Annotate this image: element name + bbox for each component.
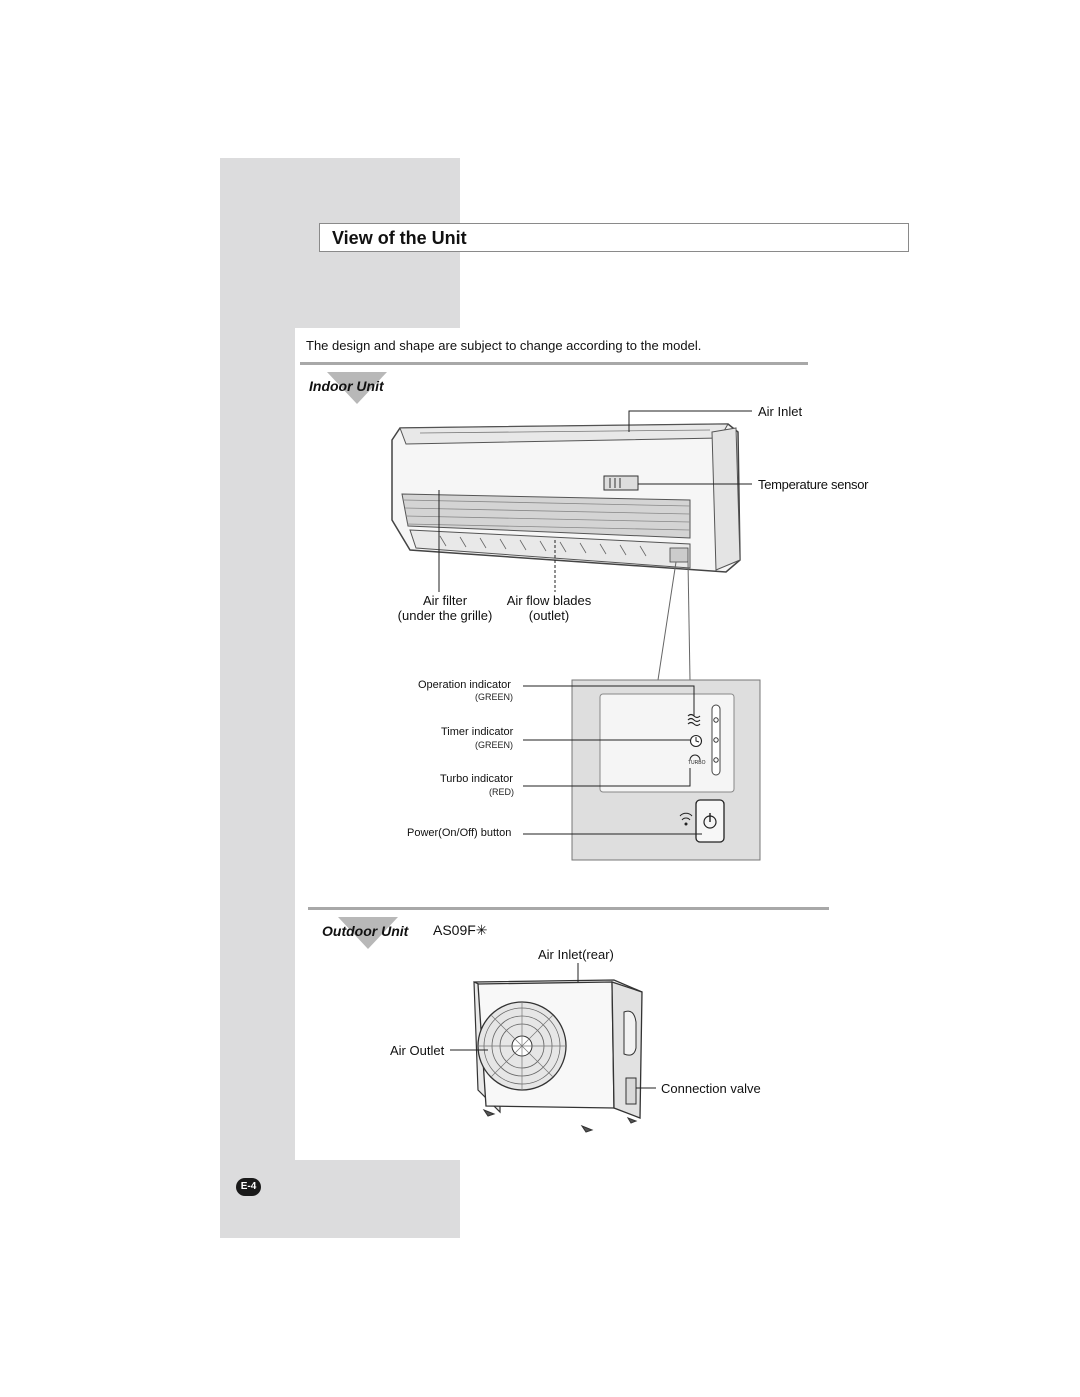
gray-strip-middle bbox=[220, 328, 295, 1160]
label-turbo-indicator: Turbo indicator bbox=[440, 773, 513, 785]
label-air-inlet: Air Inlet bbox=[758, 404, 803, 419]
label-timer-indicator: Timer indicator bbox=[441, 726, 514, 738]
page-title-box: View of the Unit bbox=[319, 223, 909, 252]
label-air-inlet-rear: Air Inlet(rear) bbox=[538, 947, 614, 962]
label-air-filter-line1: Air filter bbox=[422, 593, 468, 608]
label-operation-color: (GREEN) bbox=[475, 692, 513, 702]
indoor-section-rule bbox=[300, 362, 808, 365]
label-timer-color: (GREEN) bbox=[475, 740, 513, 750]
page-title: View of the Unit bbox=[332, 228, 467, 248]
page-number-badge: E-4 bbox=[236, 1178, 261, 1196]
label-operation-indicator: Operation indicator bbox=[418, 679, 511, 691]
label-power-button: Power(On/Off) button bbox=[407, 827, 512, 839]
outdoor-model: AS09F✳ bbox=[433, 922, 488, 938]
label-air-outlet: Air Outlet bbox=[390, 1043, 445, 1058]
outdoor-section-label: Outdoor Unit bbox=[322, 923, 409, 939]
indoor-section-tab bbox=[327, 372, 387, 404]
indoor-section-label: Indoor Unit bbox=[309, 378, 384, 394]
outdoor-section-rule bbox=[308, 907, 829, 910]
gray-strip-bottom bbox=[220, 1160, 460, 1238]
label-connection-valve: Connection valve bbox=[661, 1081, 761, 1096]
turbo-icon-text: TURBO bbox=[688, 760, 706, 766]
label-air-filter-line2: (under the grille) bbox=[397, 608, 493, 623]
label-temperature-sensor: Temperature sensor bbox=[758, 477, 869, 492]
label-air-flow-line1: Air flow blades bbox=[506, 593, 592, 608]
label-turbo-color: (RED) bbox=[489, 787, 514, 797]
outdoor-section-tab bbox=[338, 917, 398, 949]
label-air-flow-line2: (outlet) bbox=[528, 608, 570, 623]
design-note: The design and shape are subject to chan… bbox=[306, 338, 702, 353]
label-air-filter: Air filter (under the grille) bbox=[390, 593, 500, 623]
label-air-flow-blades: Air flow blades (outlet) bbox=[498, 593, 600, 623]
